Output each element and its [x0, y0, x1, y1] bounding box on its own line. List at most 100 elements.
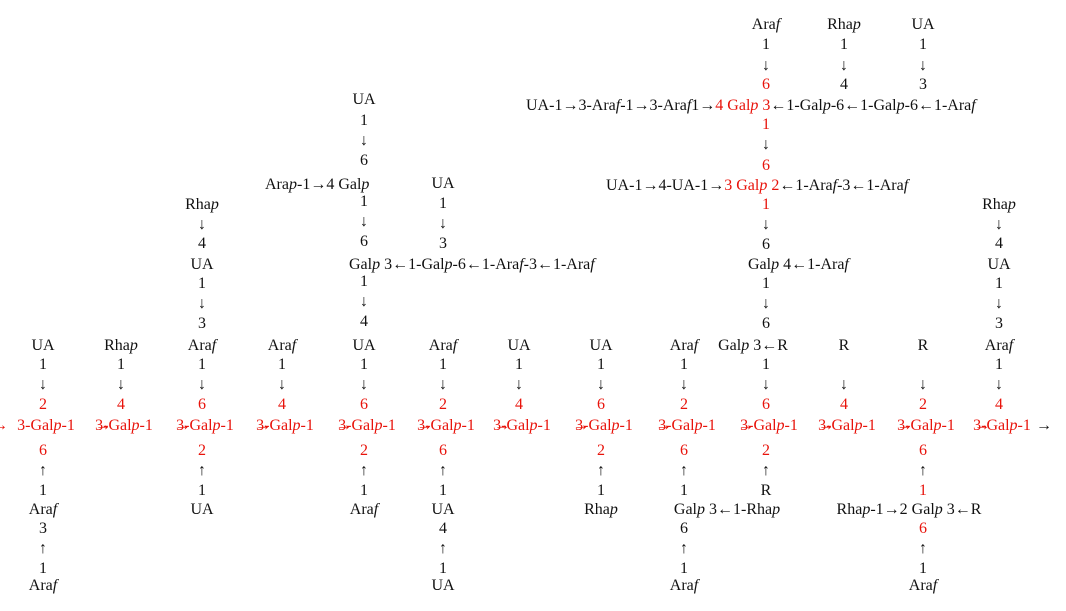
backbone-link-arrow: →: [494, 417, 510, 434]
col10-top-residue: Araf: [751, 16, 781, 33]
backbone-stub-arrow: →: [0, 417, 8, 434]
backbone-link-arrow: →: [336, 417, 352, 434]
col10-galp-row-1: UA-1→3-Araf-1→3-Araf1→4 Galp 3←1-Galp-6←…: [526, 98, 976, 114]
bottom-ext-residue: UA: [431, 577, 455, 594]
bottom-ext-up-arrow: ↑: [439, 540, 447, 557]
bottom-ext-up-arrow: ↑: [680, 540, 688, 557]
col10-link2-position-6: 6: [762, 236, 770, 253]
col13-arrow-2: ↓: [995, 295, 1003, 312]
backbone-galp-unit: 3-Galp-1: [256, 417, 314, 434]
bottom-up-arrow: ↑: [762, 462, 770, 479]
backbone-link-arrow: →: [1036, 417, 1052, 434]
col10-galp-row-2: UA-1→4-UA-1→3 Galp 2←1-Araf-3←1-Araf: [606, 178, 908, 194]
col13-position-3: 3: [995, 315, 1003, 332]
bottom-ext-up-arrow: ↑: [919, 540, 927, 557]
backbone-link-arrow: →: [896, 417, 913, 434]
bottom-ext-residue: Araf: [908, 577, 938, 594]
col5-arrow: ↓: [360, 132, 368, 149]
top-link-position: 6: [360, 396, 368, 413]
top-link-position: 2: [39, 396, 47, 413]
col5-side-one: 1: [439, 195, 447, 212]
top-link-one: 1: [278, 356, 286, 373]
bottom-link-one: R: [760, 482, 772, 499]
col10-galp-row-2-part-2: ←1-Araf-3←1-Araf: [779, 177, 909, 194]
top-substituent-residue: Rhap: [104, 337, 138, 354]
backbone-link-arrow: →: [573, 417, 589, 434]
col10-top-arrow: ↓: [762, 57, 770, 74]
col13-ua: UA: [987, 256, 1011, 273]
col5-side-ua: UA: [431, 175, 455, 192]
top-substituent-residue: UA: [352, 337, 376, 354]
backbone-link-arrow: →: [974, 417, 990, 434]
top-down-arrow: ↓: [360, 376, 368, 393]
top-link-one: 1: [360, 356, 368, 373]
col10-link3-one: 1: [762, 275, 770, 292]
top-link-one: 1: [515, 356, 523, 373]
top-link-one: 1: [680, 356, 688, 373]
bottom-ext-position: 3: [39, 520, 47, 537]
bottom-link-one: 1: [439, 482, 447, 499]
col3-position-3: 3: [198, 315, 206, 332]
top-substituent-residue: Araf: [428, 337, 458, 354]
backbone-link-arrow: →: [416, 417, 433, 434]
backbone-link-arrow: →: [818, 417, 834, 434]
backbone-link-arrow: →: [255, 417, 271, 434]
top-down-arrow: ↓: [117, 376, 125, 393]
col5-side-position-3: 3: [439, 235, 447, 252]
top-down-arrow: ↓: [995, 376, 1003, 393]
top-substituent-residue: Araf: [669, 337, 699, 354]
backbone-galp-unit: 3-Galp-1: [818, 417, 876, 434]
col3-one: 1: [198, 275, 206, 292]
bottom-link-one: 1: [919, 482, 927, 499]
backbone-galp-unit: 3-Galp-1: [575, 417, 633, 434]
col10-link1-one: 1: [762, 116, 770, 133]
col10-link2-one: 1: [762, 196, 770, 213]
top-link-position: 6: [597, 396, 605, 413]
col10-link3-arrow: ↓: [762, 295, 770, 312]
backbone-galp-unit: 3-Galp-1: [897, 417, 955, 434]
top-link-one: 1: [117, 356, 125, 373]
col3-ua: UA: [190, 256, 214, 273]
backbone-galp-unit: 3-Galp-1: [17, 417, 75, 434]
col10-top-position: 3: [919, 76, 927, 93]
top-link-position: 2: [919, 396, 927, 413]
bottom-link-position: 6: [919, 442, 927, 459]
col5-galp-arrow: ↓: [360, 213, 368, 230]
col10-top-residue: UA: [911, 16, 935, 33]
backbone-galp-unit: 3-Galp-1: [176, 417, 234, 434]
top-down-arrow: ↓: [278, 376, 286, 393]
col10-top-position: 4: [840, 76, 848, 93]
col10-link3-position-6: 6: [762, 315, 770, 332]
col5-galp-position-6: 6: [360, 233, 368, 250]
col5-main-one: 1: [360, 273, 368, 290]
bottom-link-position: 6: [39, 442, 47, 459]
bottom-link-one: 1: [39, 482, 47, 499]
top-link-one: 1: [762, 356, 770, 373]
col10-galp-row-1-part-1: 4 Galp 3: [715, 97, 771, 114]
bottom-ext-one: 1: [680, 560, 688, 577]
top-link-one: 1: [597, 356, 605, 373]
bottom-ext-up-arrow: ↑: [39, 540, 47, 557]
top-down-arrow: ↓: [198, 376, 206, 393]
galp-r-substituent: Galp 3←R: [718, 337, 788, 354]
bottom-ext-one: 1: [439, 560, 447, 577]
bottom-residue: Rhap: [584, 501, 618, 518]
bottom-link-position: 2: [597, 442, 605, 459]
bottom-residue: UA: [190, 501, 214, 518]
bottom-residue: Galp 3←1-Rhap: [673, 501, 781, 518]
top-down-arrow: ↓: [439, 376, 447, 393]
top-down-arrow: ↓: [597, 376, 605, 393]
backbone-galp-unit: 3-Galp-1: [973, 417, 1031, 434]
col3-arrow-2: ↓: [198, 295, 206, 312]
top-down-arrow: ↓: [39, 376, 47, 393]
top-substituent-residue: UA: [507, 337, 531, 354]
col3-arrow: ↓: [198, 216, 206, 233]
bottom-ext-position: 4: [439, 520, 447, 537]
col5-ua-one: 1: [360, 112, 368, 129]
top-link-position: 4: [995, 396, 1003, 413]
top-link-one: 1: [198, 356, 206, 373]
bottom-ext-one: 1: [39, 560, 47, 577]
bottom-residue: Araf: [349, 501, 379, 518]
bottom-link-one: 1: [680, 482, 688, 499]
backbone-galp-unit: 3-Galp-1: [493, 417, 551, 434]
